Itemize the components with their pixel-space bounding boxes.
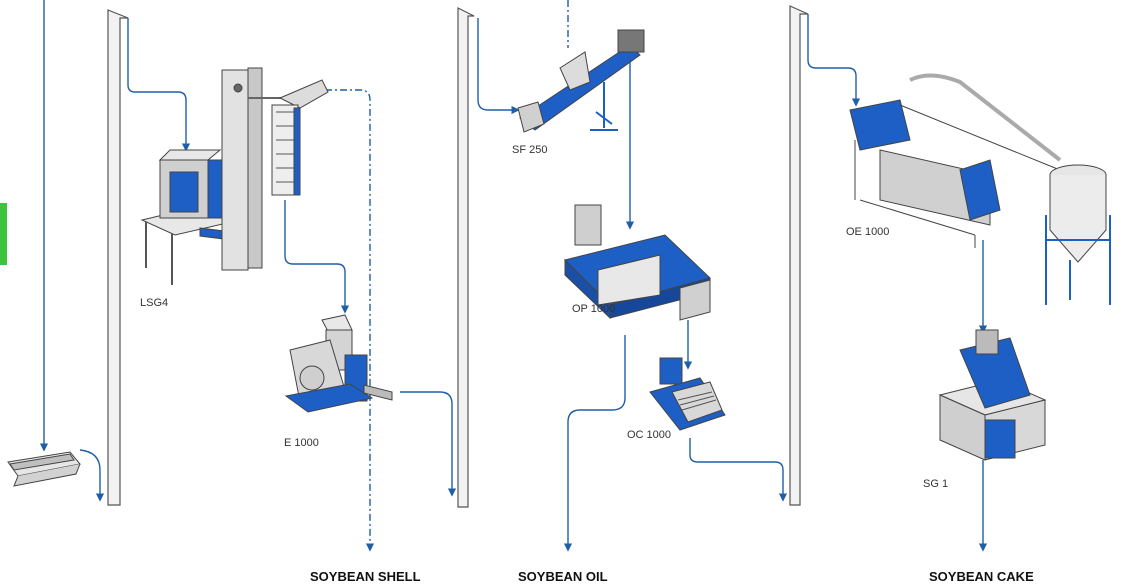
flow-line: [689, 438, 788, 502]
elevator-column-1: [107, 9, 129, 506]
label-oc1000: OC 1000: [627, 429, 672, 441]
flow-line: [807, 14, 861, 107]
shell-flow-line: [325, 89, 375, 552]
elevator-column-2: [457, 7, 475, 508]
output-label-shell: SOYBEAN SHELL: [310, 569, 421, 584]
cooler-dryer-icon: [849, 73, 1111, 305]
screw-conveyor-icon: [517, 29, 645, 133]
output-label-oil: SOYBEAN OIL: [518, 569, 608, 584]
accent-tab: [0, 203, 7, 265]
label-sf250: SF 250: [512, 144, 548, 156]
elevator-column-3: [789, 5, 809, 506]
label-sg1: SG 1: [923, 478, 949, 490]
flow-line: [400, 391, 457, 497]
oil-cleaner-icon: [649, 357, 726, 431]
oil-press-icon: [564, 204, 711, 321]
flow-line: [477, 18, 520, 115]
extruder-icon: [284, 314, 393, 413]
output-label-cake: SOYBEAN CAKE: [929, 569, 1034, 584]
oil-flow-line: [563, 335, 626, 552]
label-op1000: OP 1000: [572, 303, 616, 315]
grinder-icon: [938, 329, 1047, 461]
flow-line: [284, 200, 350, 314]
dehuller-icon: [140, 67, 329, 285]
label-oe1000: OE 1000: [846, 226, 890, 238]
flow-line: [127, 18, 191, 152]
label-e1000: E 1000: [284, 437, 319, 449]
flow-line: [79, 449, 105, 502]
feed-hopper-icon: [7, 451, 81, 487]
label-lsg4: LSG4: [140, 297, 169, 309]
